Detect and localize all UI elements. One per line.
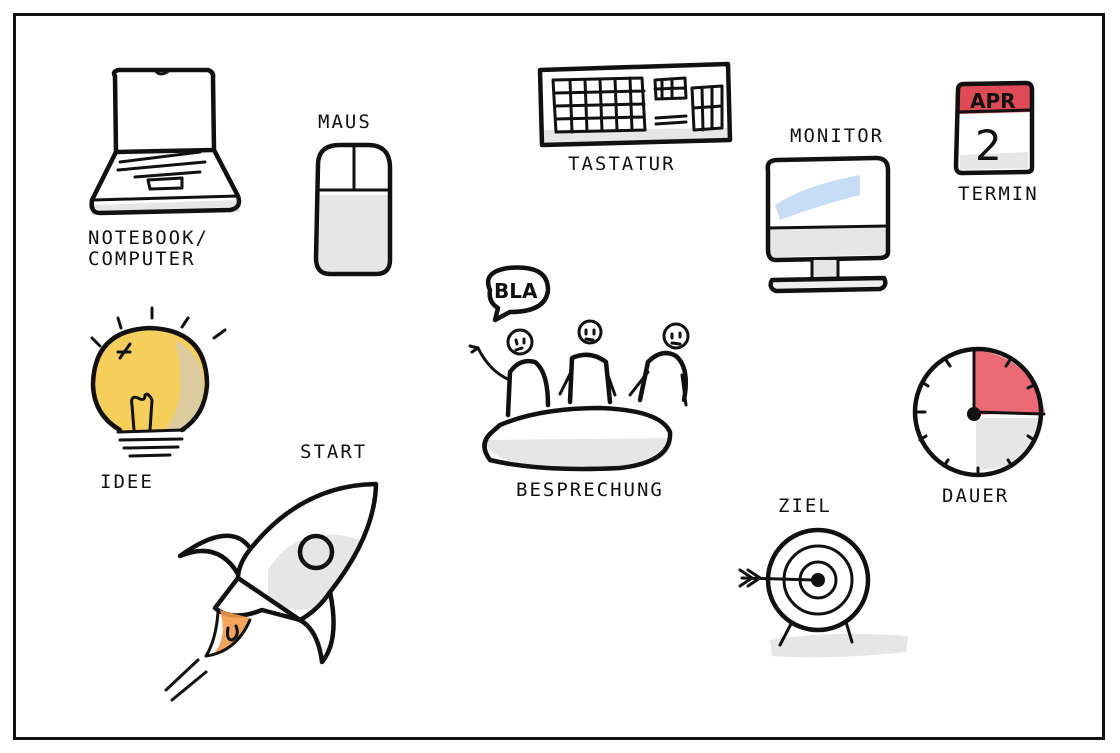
- notebook-label-line2: COMPUTER: [88, 248, 196, 270]
- monitor-label: MONITOR: [790, 125, 884, 147]
- mouse-icon: [313, 142, 393, 277]
- keyboard-label: TASTATUR: [568, 153, 676, 175]
- calendar-icon: APR 2: [953, 80, 1035, 176]
- rocket-icon: [164, 481, 379, 702]
- stopwatch-icon: [912, 346, 1046, 478]
- idea-label: IDEE: [100, 471, 154, 493]
- keyboard-icon: [537, 61, 733, 148]
- calendar-day: 2: [975, 121, 1002, 170]
- speech-bubble-text: BLA: [494, 279, 538, 303]
- monitor-icon: [765, 155, 891, 294]
- calendar-month: APR: [970, 89, 1016, 113]
- notebook-label-line1: NOTEBOOK/: [88, 227, 209, 249]
- calendar-label: TERMIN: [958, 183, 1039, 205]
- mouse-label: MAUS: [318, 111, 372, 133]
- rocket-label: START: [300, 441, 367, 463]
- notebook-icon: [89, 67, 242, 216]
- stopwatch-label: DAUER: [942, 485, 1009, 507]
- target-icon: [738, 527, 908, 658]
- meeting-icon: BLA: [468, 265, 690, 472]
- target-label: ZIEL: [778, 495, 832, 517]
- meeting-label: BESPRECHUNG: [516, 479, 664, 501]
- lightbulb-icon: [90, 306, 227, 458]
